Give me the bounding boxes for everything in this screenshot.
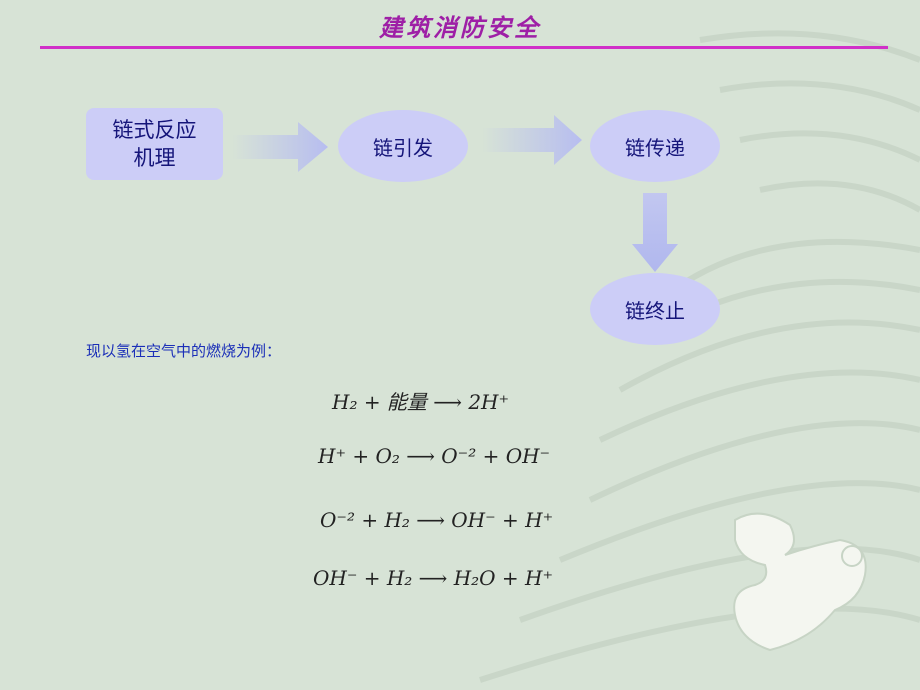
equation-2: H⁺ + O₂ ⟶ O⁻² + OH⁻ [318,444,551,468]
arrow-down [632,193,678,272]
title-underline [40,46,888,49]
chain-propagation-node: 链传递 [590,110,720,182]
box-label-line2: 机理 [133,146,176,170]
example-note: 现以氢在空气中的燃烧为例： [86,342,282,360]
equation-3: O⁻² + H₂ ⟶ OH⁻ + H⁺ [320,508,554,532]
chain-reaction-mechanism-box: 链式反应 机理 [86,108,223,180]
equation-1: H₂ + 能量 ⟶ 2H⁺ [332,390,510,414]
chain-initiation-node: 链引发 [338,110,468,182]
arrow-right-1 [232,122,328,172]
dragon-emblem [733,512,867,652]
box-label-line1: 链式反应 [112,118,197,142]
chain-termination-node: 链终止 [590,273,720,345]
equation-4: OH⁻ + H₂ ⟶ H₂O + H⁺ [313,566,554,590]
page-title: 建筑消防安全 [379,13,541,42]
arrow-right-2 [482,115,582,165]
